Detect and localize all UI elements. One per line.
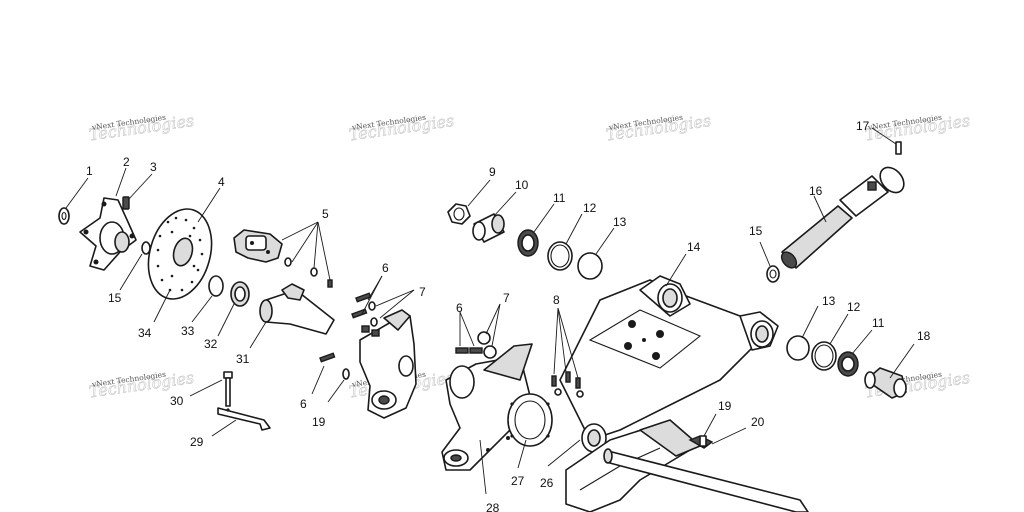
- callout-6-upper: 6: [382, 261, 389, 275]
- watermark: Technologies vNext Technologies: [863, 111, 971, 145]
- part-19-bolt-right: [688, 435, 714, 449]
- callout-4: 4: [218, 175, 225, 189]
- part-13-bushing-left: [577, 252, 603, 280]
- callout-12-left: 12: [583, 201, 597, 215]
- part-5-brake-caliper: [233, 229, 333, 288]
- part-29-bracket-plate: [217, 407, 271, 431]
- part-18-yoke: [864, 367, 907, 399]
- part-9-nut: [447, 203, 471, 225]
- part-28-carrier: [441, 343, 533, 471]
- callout-11-left: 11: [553, 191, 566, 205]
- callout-13-left: 13: [613, 215, 627, 229]
- part-12-ring-left: [547, 241, 573, 271]
- callout-33: 33: [181, 324, 195, 338]
- part-19-washer-lower: [342, 368, 350, 380]
- watermark: Technologies vNext Technologies: [604, 111, 712, 145]
- callout-17: 17: [856, 119, 870, 133]
- knuckle-bracket: [359, 309, 417, 419]
- callout-34: 34: [138, 326, 152, 340]
- watermark: Technologies vNext Technologies: [347, 111, 455, 145]
- callout-numbers: 1 2 3 4 5 15 34 33 32 31 6 7 6 19 30 29 …: [86, 119, 931, 512]
- callout-20: 20: [751, 415, 765, 429]
- part-7-nuts-upper: [368, 301, 378, 327]
- callout-1: 1: [86, 164, 93, 178]
- part-10-bushing: [472, 213, 505, 243]
- part-13-bushing-right: [786, 335, 810, 361]
- part-33-seal: [208, 275, 224, 297]
- watermark: Technologies vNext Technologies: [87, 111, 195, 145]
- part-27-gasket: [507, 393, 553, 447]
- callout-5: 5: [322, 207, 329, 221]
- part-3-wheel-stud: [122, 196, 130, 210]
- part-14-swing-arm: [559, 275, 779, 453]
- callout-28: 28: [486, 501, 500, 512]
- part-30-bolt: [223, 371, 233, 407]
- callout-29: 29: [190, 435, 204, 449]
- part-11-seal-left: [517, 229, 539, 257]
- callout-19-right: 19: [718, 399, 732, 413]
- callout-13-right: 13: [822, 294, 836, 308]
- callout-10: 10: [515, 178, 529, 192]
- part-34-brake-disc: [147, 208, 213, 300]
- callout-19-lower: 19: [312, 415, 326, 429]
- part-6-bolts-upper: [351, 292, 372, 319]
- callout-3: 3: [150, 160, 157, 174]
- part-11-seal-right: [837, 351, 859, 377]
- callout-11-right: 11: [872, 316, 885, 330]
- part-12-ring-right: [811, 341, 837, 371]
- callout-8: 8: [553, 293, 560, 307]
- part-15-washer-right: [766, 265, 780, 283]
- part-17-key: [895, 141, 902, 155]
- callout-7-middle: 7: [503, 291, 510, 305]
- part-31-spindle-tube: [259, 283, 335, 335]
- callout-15-right: 15: [749, 224, 763, 238]
- callout-32: 32: [204, 337, 218, 351]
- brake-disc-holes: [156, 216, 204, 292]
- part-20-axle-shaft: [603, 448, 809, 512]
- callout-27: 27: [511, 474, 525, 488]
- part-7-washers-middle: [477, 331, 497, 359]
- callout-2: 2: [123, 155, 130, 169]
- part-1-washer: [58, 207, 70, 225]
- callout-30: 30: [170, 394, 184, 408]
- callout-14: 14: [687, 240, 701, 254]
- callout-31: 31: [236, 352, 250, 366]
- callout-6-middle: 6: [456, 301, 463, 315]
- part-16-drive-shaft: [780, 166, 905, 269]
- callout-26: 26: [540, 476, 554, 490]
- part-6-bolts-middle: [455, 347, 483, 354]
- callout-15-left: 15: [108, 291, 122, 305]
- callout-12-right: 12: [847, 300, 861, 314]
- callout-18: 18: [917, 329, 931, 343]
- callout-16: 16: [809, 184, 823, 198]
- leader-lines: [65, 127, 915, 495]
- part-6-bolt-lower: [319, 352, 336, 363]
- part-32-bearing: [230, 281, 250, 307]
- callout-9: 9: [489, 165, 496, 179]
- part-2-wheel-hub: [79, 197, 137, 271]
- callout-7-upper: 7: [419, 285, 426, 299]
- callout-6-lower: 6: [300, 397, 307, 411]
